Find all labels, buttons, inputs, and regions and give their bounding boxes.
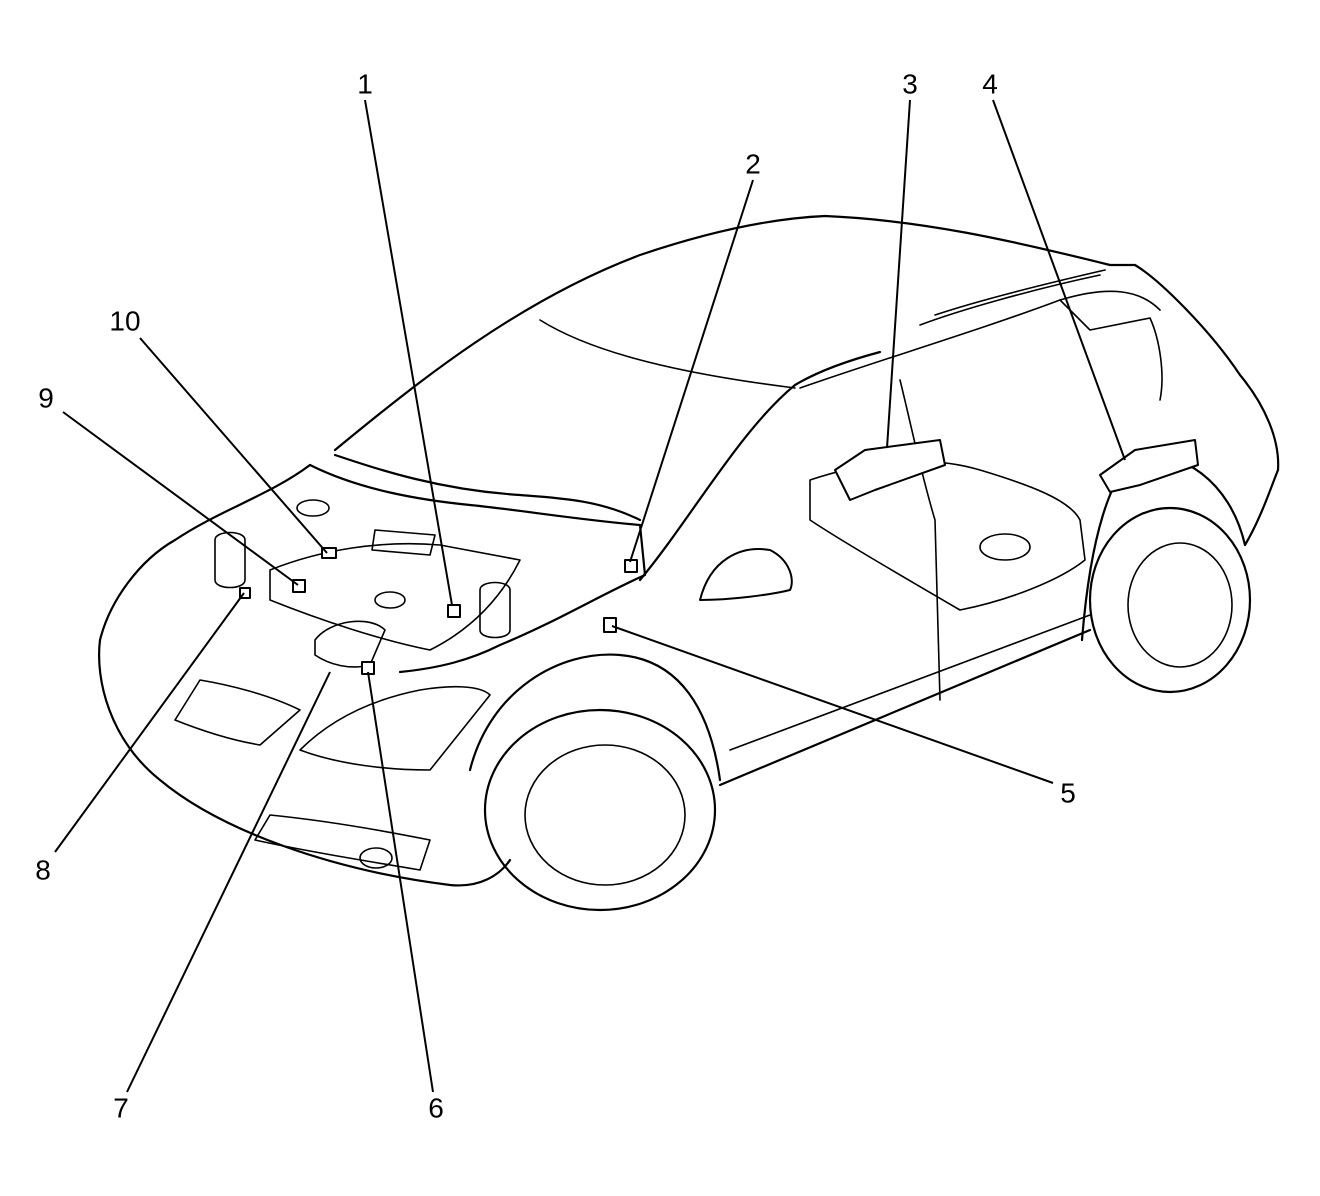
component-5-marker xyxy=(603,617,617,633)
callout-7: 7 xyxy=(113,1092,129,1123)
front-fender-arch xyxy=(468,653,722,782)
fog-lamp xyxy=(359,847,393,869)
roof-rail xyxy=(919,269,1106,326)
engine-cap xyxy=(374,591,406,609)
leader-1 xyxy=(364,99,453,606)
callout-2: 2 xyxy=(745,148,761,179)
leader-6 xyxy=(367,671,434,1093)
leader-lines xyxy=(54,99,1126,1093)
strut-tower-left xyxy=(214,531,246,589)
callout-3: 3 xyxy=(902,68,918,99)
a-pillar xyxy=(638,350,882,582)
rear-rim xyxy=(1127,542,1233,668)
headlamp xyxy=(299,685,491,771)
callout-9: 9 xyxy=(38,382,54,413)
component-1-marker xyxy=(447,604,461,618)
battery xyxy=(371,529,436,556)
hood-edge xyxy=(308,463,647,674)
leader-5 xyxy=(611,625,1054,784)
callout-5: 5 xyxy=(1060,777,1076,808)
lower-intake xyxy=(254,814,431,871)
callout-labels: 1 2 3 4 5 6 7 8 9 10 xyxy=(35,68,1076,1123)
leader-10 xyxy=(139,337,328,554)
leader-8 xyxy=(54,592,245,853)
rear-tire xyxy=(1088,506,1252,694)
reservoir xyxy=(479,581,511,639)
engine-cover xyxy=(269,542,521,651)
leader-3 xyxy=(886,99,911,449)
air-box xyxy=(314,620,386,668)
callout-6: 6 xyxy=(428,1092,444,1123)
door-bottom xyxy=(729,614,1091,751)
callout-10: 10 xyxy=(109,305,140,336)
leader-9 xyxy=(62,411,299,586)
component-10-marker xyxy=(321,547,337,559)
leader-2 xyxy=(629,179,754,563)
grille xyxy=(174,679,301,746)
leader-7 xyxy=(126,671,331,1093)
front-fascia-upper xyxy=(98,463,312,642)
b-pillar xyxy=(899,379,941,701)
callout-4: 4 xyxy=(982,68,998,99)
callout-8: 8 xyxy=(35,854,51,885)
windshield-top xyxy=(539,319,796,389)
component-8-marker xyxy=(239,587,251,599)
component-3-side-module xyxy=(834,439,946,501)
wiper-cowl-cap xyxy=(296,499,330,517)
rocker-panel xyxy=(718,628,1092,787)
engine-bay xyxy=(214,499,521,668)
leader-4 xyxy=(992,99,1126,461)
side-window-upper xyxy=(799,290,1161,389)
spare-cover xyxy=(979,533,1031,561)
front-tire xyxy=(483,708,717,912)
roof-outline xyxy=(333,214,1280,472)
vehicle-body xyxy=(98,214,1280,887)
component-markers xyxy=(239,439,1199,675)
wheels xyxy=(483,506,1252,912)
front-bumper xyxy=(98,638,512,887)
callout-1: 1 xyxy=(357,68,373,99)
front-rim xyxy=(524,744,686,886)
side-mirror xyxy=(699,548,793,601)
component-4-side-module xyxy=(1099,439,1199,493)
windshield-base xyxy=(333,453,642,522)
rear-window xyxy=(1059,299,1163,401)
